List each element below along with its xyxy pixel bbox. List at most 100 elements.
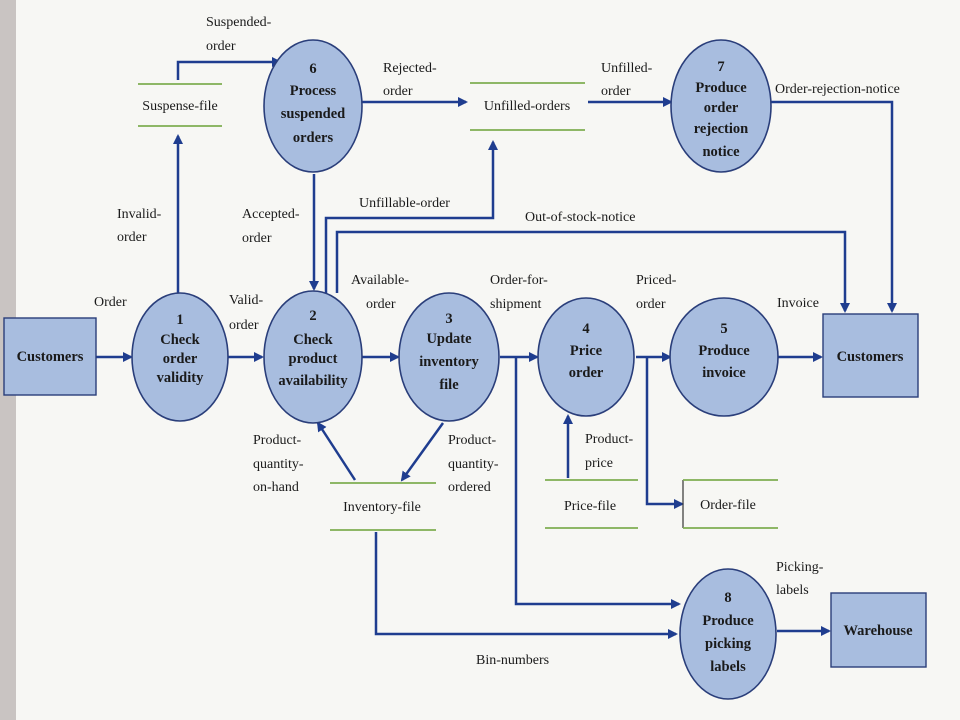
flow-line-order-rejection-notice [770, 100, 897, 313]
label-invalid-order-2: order [117, 230, 147, 245]
flow-line-shipment-to-picking [514, 357, 681, 609]
process-8-line-3: labels [710, 659, 746, 675]
label-valid-order-2: order [229, 318, 259, 333]
process-7: 7 Produce order rejection notice [670, 39, 772, 173]
flow-line-order-to-file [645, 357, 684, 509]
store-price-file-label: Price-file [564, 499, 616, 514]
process-7-line-4: notice [702, 144, 740, 160]
process-4-number: 4 [582, 321, 589, 337]
process-6-number: 6 [309, 61, 316, 77]
store-suspense-file-label: Suspense-file [142, 99, 217, 114]
label-product-quantity-ordered-1: Product- [448, 433, 497, 448]
data-stores: Suspense-file Unfilled-orders Inventory-… [138, 82, 778, 531]
process-4-line-2: order [569, 365, 604, 381]
label-valid-order-1: Valid- [229, 293, 264, 308]
entity-warehouse-label: Warehouse [843, 623, 913, 639]
process-1-line-3: validity [157, 370, 204, 386]
label-out-of-stock-notice: Out-of-stock-notice [525, 210, 635, 225]
label-rejected-order-1: Rejected- [383, 61, 437, 76]
process-1-number: 1 [176, 312, 183, 328]
process-8: 8 Produce picking labels [679, 568, 777, 700]
process-5-number: 5 [720, 321, 727, 337]
flow-line-product-quantity-on-hand [316, 421, 357, 481]
process-3-line-2: inventory [419, 354, 479, 370]
process-5-line-1: Produce [698, 343, 750, 359]
store-inventory-file: Inventory-file [330, 482, 436, 531]
label-product-quantity-on-hand-1: Product- [253, 433, 302, 448]
processes: 1 Check order validity 2 Check product a… [131, 39, 779, 700]
store-order-file: Order-file [682, 479, 778, 529]
process-3-number: 3 [445, 311, 452, 327]
process-1-line-2: order [163, 351, 198, 367]
label-order: Order [94, 295, 127, 310]
label-unfillable-order: Unfillable-order [359, 196, 450, 211]
label-product-quantity-on-hand-2: quantity- [253, 457, 304, 472]
label-available-order-2: order [366, 297, 396, 312]
label-product-quantity-on-hand-3: on-hand [253, 480, 299, 495]
entity-customers-right-label: Customers [837, 349, 904, 365]
process-3-line-1: Update [426, 331, 472, 347]
entity-customers-left-label: Customers [17, 349, 84, 365]
label-suspended-order-2: order [206, 39, 236, 54]
label-product-quantity-ordered-3: ordered [448, 480, 491, 495]
flow-labels: Order Invalid- order Valid- order Suspen… [94, 15, 900, 668]
store-inventory-file-label: Inventory-file [343, 500, 421, 515]
label-picking-labels-1: Picking- [776, 560, 824, 575]
label-order-for-shipment-1: Order-for- [490, 273, 548, 288]
store-order-file-label: Order-file [700, 498, 756, 513]
label-available-order-1: Available- [351, 273, 409, 288]
process-6-line-1: Process [290, 83, 337, 99]
external-entities: Customers Customers Warehouse [3, 313, 927, 668]
process-5: 5 Produce invoice [669, 297, 779, 417]
entity-customers-left-box [3, 317, 97, 396]
process-1: 1 Check order validity [131, 292, 229, 422]
label-accepted-order-1: Accepted- [242, 207, 300, 222]
flow-line-product-quantity-ordered [400, 422, 445, 482]
label-priced-order-2: order [636, 297, 666, 312]
store-price-file: Price-file [545, 479, 638, 529]
label-bin-numbers: Bin-numbers [476, 653, 549, 668]
process-3-line-3: file [439, 377, 459, 393]
label-product-price-2: price [585, 456, 613, 471]
store-unfilled-orders-label: Unfilled-orders [484, 99, 570, 114]
process-3: 3 Update inventory file [398, 292, 500, 422]
label-order-rejection-notice: Order-rejection-notice [775, 82, 900, 97]
label-product-price-1: Product- [585, 432, 634, 447]
process-7-line-3: rejection [694, 121, 748, 137]
label-product-quantity-ordered-2: quantity- [448, 457, 499, 472]
label-suspended-order-1: Suspended- [206, 15, 272, 30]
process-4: 4 Price order [537, 297, 635, 417]
entity-customers-right-box [822, 313, 919, 398]
process-2-line-1: Check [293, 332, 333, 348]
process-4-line-1: Price [570, 343, 603, 359]
flow-line-out-of-stock-notice [335, 230, 850, 313]
label-order-for-shipment-2: shipment [490, 297, 541, 312]
label-invalid-order-1: Invalid- [117, 207, 162, 222]
process-1-line-1: Check [160, 332, 200, 348]
process-6: 6 Process suspended orders [263, 39, 363, 173]
label-accepted-order-2: order [242, 231, 272, 246]
store-unfilled-orders: Unfilled-orders [470, 82, 585, 131]
flow-lines [96, 57, 897, 639]
label-rejected-order-2: order [383, 84, 413, 99]
label-unfilled-order-1: Unfilled- [601, 61, 653, 76]
process-6-line-2: suspended [281, 106, 345, 122]
label-picking-labels-2: labels [776, 583, 809, 598]
store-suspense-file: Suspense-file [138, 83, 222, 127]
process-8-number: 8 [724, 590, 731, 606]
process-6-line-3: orders [293, 130, 334, 146]
label-priced-order-1: Priced- [636, 273, 677, 288]
label-invoice: Invoice [777, 296, 819, 311]
process-7-line-1: Produce [695, 80, 747, 96]
process-8-line-1: Produce [702, 613, 754, 629]
flow-line-unfillable-order [324, 140, 498, 293]
process-5-line-2: invoice [702, 365, 746, 381]
process-2: 2 Check product availability [263, 290, 363, 424]
process-2-number: 2 [309, 308, 316, 324]
process-7-number: 7 [717, 59, 724, 75]
process-2-line-3: availability [278, 373, 348, 389]
process-8-line-2: picking [705, 636, 752, 652]
flow-line-suspended-order [176, 57, 282, 80]
